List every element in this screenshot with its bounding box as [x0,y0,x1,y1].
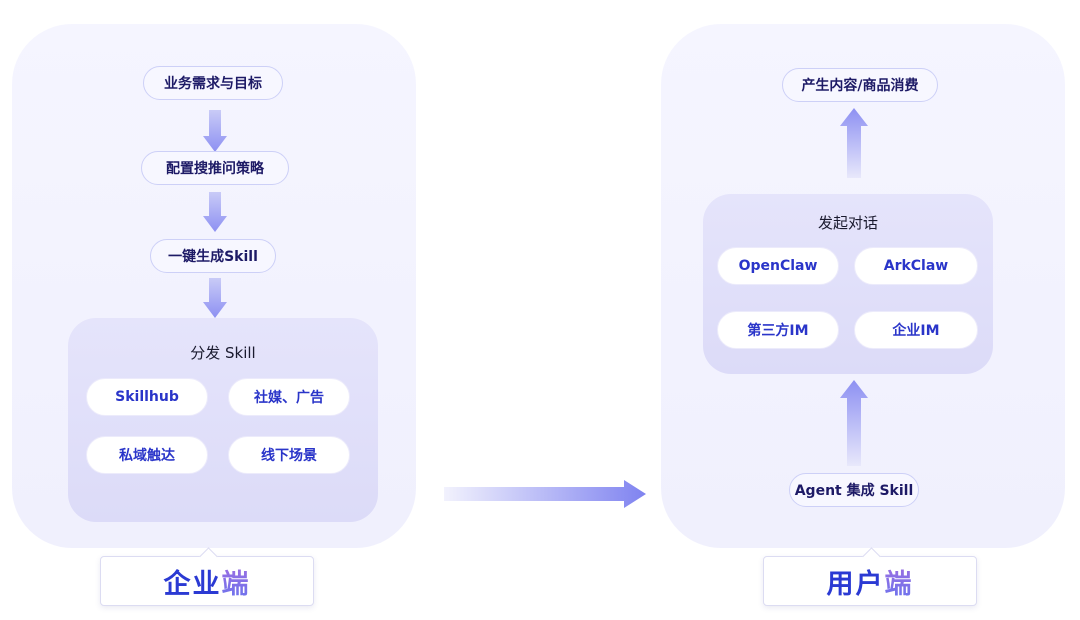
user-side-label: 用户端 [763,547,977,606]
channel-skillhub: Skillhub [86,378,208,416]
channel-offline: 线下场景 [228,436,350,474]
channel-arkclaw: ArkClaw [854,247,978,285]
channel-private-domain: 私域触达 [86,436,208,474]
produce-content-consumption: 产生内容/商品消费 [782,68,938,102]
label-accent-text: 端 [885,562,914,601]
distribute-skill-group: 分发 Skill Skillhub 社媒、广告 私域触达 线下场景 [68,318,378,522]
enterprise-side-label: 企业端 [100,547,314,606]
label-main-text: 企业 [163,568,222,600]
down-arrow-icon [203,278,227,318]
up-arrow-icon [840,380,868,466]
channel-social-ads: 社媒、广告 [228,378,350,416]
start-dialogue-title: 发起对话 [817,214,878,232]
label-accent-text: 端 [222,562,251,601]
step-configure-strategy: 配置搜推问策略 [141,151,289,185]
channel-openclaw: OpenClaw [717,247,839,285]
down-arrow-icon [203,110,227,152]
channel-enterprise-im: 企业IM [854,311,978,349]
distribute-skill-title: 分发 Skill [190,344,256,362]
step-generate-skill: 一键生成Skill [150,239,276,273]
label-main-text: 用户 [826,568,885,600]
channel-third-party-im: 第三方IM [717,311,839,349]
right-arrow-icon [444,480,646,508]
start-dialogue-group: 发起对话 OpenClaw ArkClaw 第三方IM 企业IM [703,194,993,374]
up-arrow-icon [840,108,868,178]
down-arrow-icon [203,192,227,232]
agent-integrate-skill: Agent 集成 Skill [789,473,919,507]
step-business-goals: 业务需求与目标 [143,66,283,100]
